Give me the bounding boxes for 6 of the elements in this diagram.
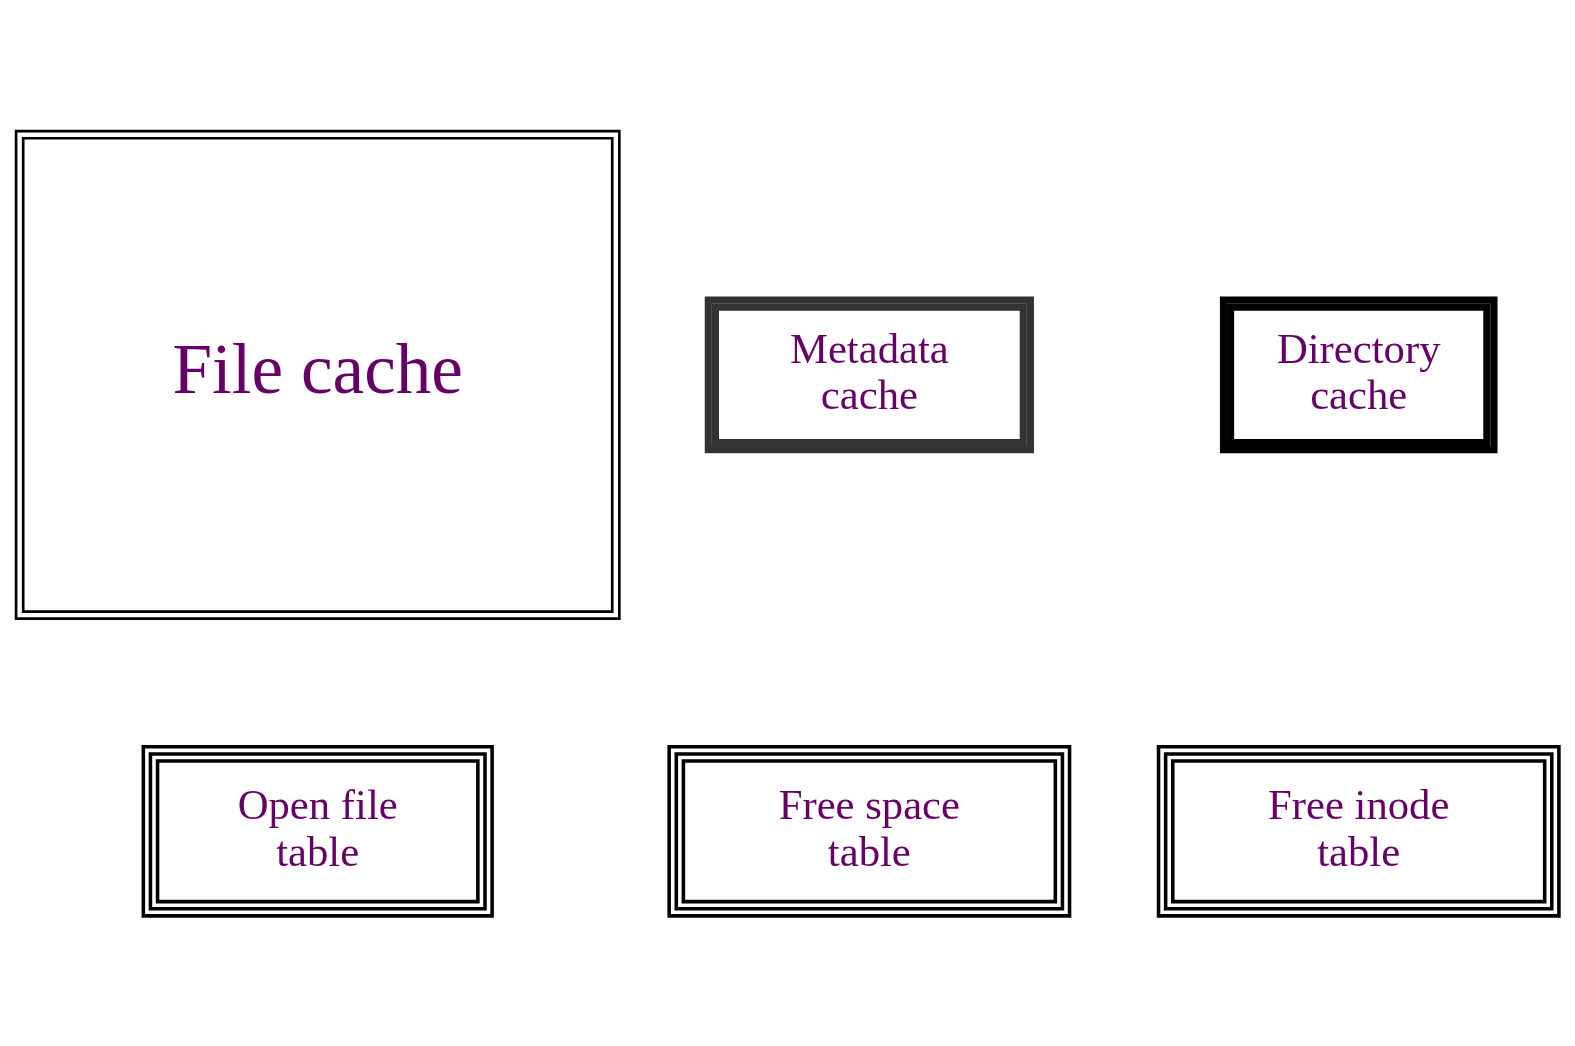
node-box: Free inode table	[1156, 744, 1561, 918]
node-box: Directory cache	[1219, 296, 1498, 453]
node-box: File cache	[14, 129, 621, 620]
node-box: Free space table	[667, 744, 1072, 918]
node-box: Metadata cache	[704, 296, 1034, 453]
node-box: Open file table	[141, 744, 494, 918]
